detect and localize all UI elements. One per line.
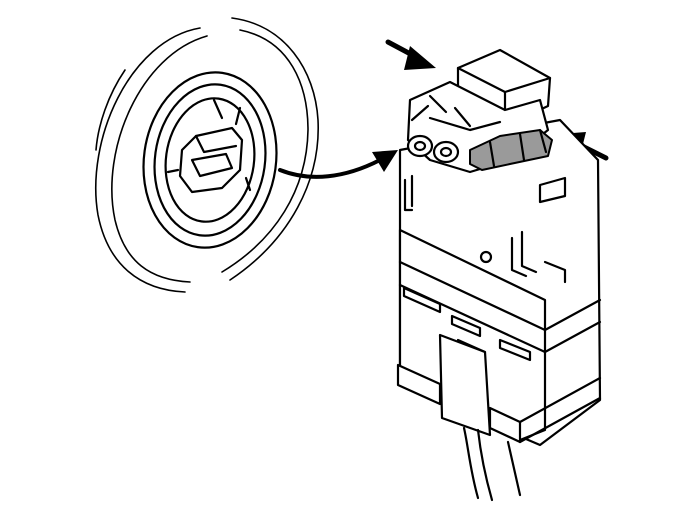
socket-key-slot (166, 98, 252, 194)
housing-rib-band (398, 260, 602, 362)
bulb-holder-housing (396, 48, 602, 447)
wire-leads (462, 426, 522, 502)
press-arrow-left (385, 39, 436, 70)
housing-center-post (438, 333, 492, 437)
insertion-curved-arrow (278, 150, 398, 179)
socket-rim (142, 71, 278, 249)
connector-pins (406, 94, 502, 164)
locking-tab (469, 128, 553, 171)
lamp-socket-opening (94, 17, 319, 293)
socket-outer-rings (94, 17, 319, 293)
housing-slots (403, 174, 567, 284)
